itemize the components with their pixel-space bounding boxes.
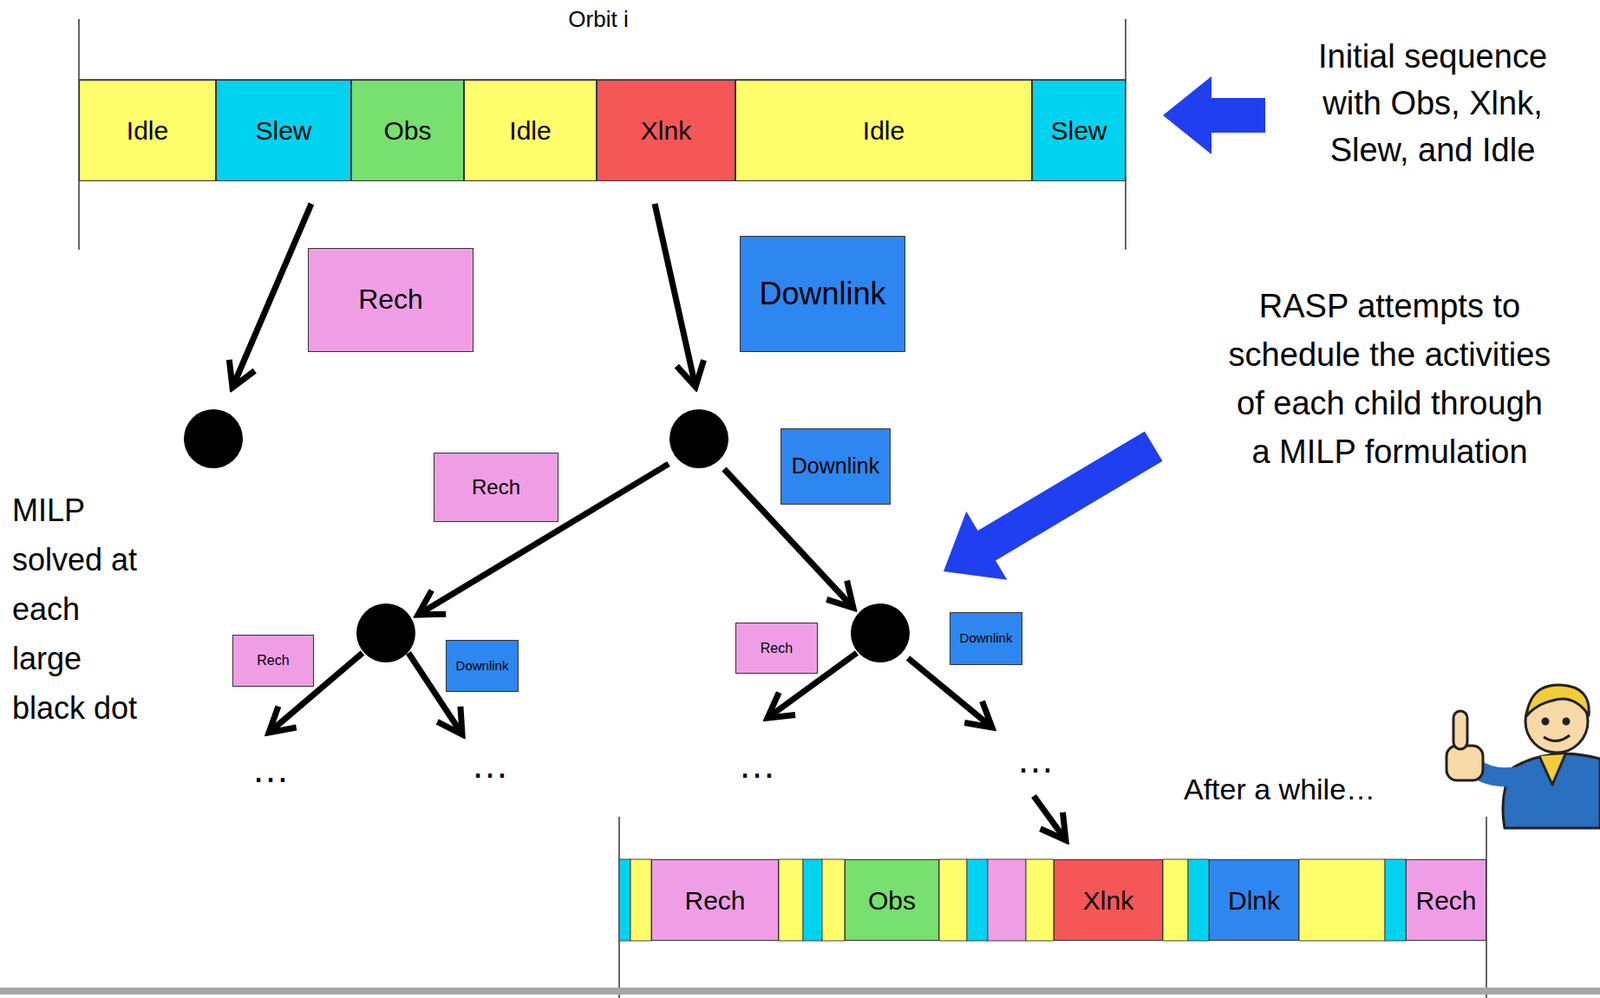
- node-text: Downlink: [758, 276, 886, 312]
- recharge-box: Rech: [307, 248, 474, 353]
- callout-note: Initial sequence with Obs, Xlnk, Slew, a…: [1302, 32, 1563, 174]
- observation-segment: Obs: [844, 859, 940, 941]
- orbit-label: Orbit i: [511, 5, 686, 35]
- mascot-smile: [1543, 735, 1570, 742]
- slew-segment: Slew: [1031, 79, 1126, 182]
- mascot-hair: [1526, 685, 1589, 717]
- mascot-thumb: [1453, 711, 1468, 750]
- node-text: Rech: [1415, 886, 1476, 915]
- recharge-segment: Rech: [1405, 859, 1487, 941]
- crosslink-segment: Xlnk: [1053, 859, 1163, 941]
- milp-dot: [669, 409, 729, 469]
- idle-segment: [1162, 859, 1189, 941]
- idle-segment: [1299, 859, 1385, 941]
- idle-segment: [822, 859, 845, 941]
- node-text: Slew: [1050, 116, 1107, 145]
- mascot-fist: [1446, 745, 1483, 781]
- mascot-collar: [1539, 754, 1566, 785]
- node-text: Obs: [868, 886, 916, 915]
- node-text: Rech: [760, 640, 793, 657]
- downlink-box: Downlink: [780, 428, 891, 505]
- slew-segment: [1384, 859, 1406, 941]
- milp-dot: [183, 409, 243, 469]
- mascot-figure: [1446, 685, 1600, 829]
- idle-segment: [1025, 859, 1054, 941]
- node-text: Rech: [471, 476, 521, 499]
- recharge-segment: Rech: [651, 859, 779, 941]
- recharge-segment: [987, 859, 1026, 941]
- tree-arrows: [232, 203, 1066, 841]
- node-text: Xlnk: [1083, 886, 1134, 915]
- schedule-segments: [619, 859, 1406, 941]
- callout-note: RASP attempts to schedule the activities…: [1225, 281, 1555, 477]
- idle-segment: [778, 859, 804, 941]
- recharge-box: Rech: [735, 622, 818, 674]
- node-text: Xlnk: [640, 116, 692, 145]
- node-text: Downlink: [960, 631, 1013, 647]
- downlink-box: Downlink: [445, 640, 519, 693]
- ellipsis-mark: …: [992, 734, 1079, 784]
- node-text: Dlnk: [1227, 886, 1280, 915]
- ellipsis-mark: …: [713, 739, 801, 790]
- node-text: Idle: [126, 116, 169, 145]
- slew-segment: [619, 859, 631, 941]
- slew-segment: [1188, 859, 1209, 941]
- downlink-segment: Dlnk: [1208, 859, 1300, 941]
- milp-dot: [356, 603, 416, 663]
- idle-segment: [939, 859, 967, 941]
- idle-segment: Idle: [463, 79, 597, 182]
- observation-segment: Obs: [351, 79, 464, 182]
- caption-note: After a while…: [1183, 770, 1418, 809]
- node-text: Rech: [684, 886, 745, 915]
- tree-arrow: [232, 203, 312, 388]
- idle-segment: Idle: [78, 79, 216, 182]
- node-text: Idle: [509, 116, 551, 145]
- node-text: Slew: [254, 116, 312, 145]
- idle-segment: Idle: [735, 79, 1032, 182]
- node-text: Obs: [383, 116, 432, 145]
- footer-rule: [0, 987, 1600, 995]
- tree-arrow: [1033, 796, 1066, 841]
- mascot-eye: [1542, 718, 1548, 725]
- slew-segment: [803, 859, 823, 941]
- ellipsis-mark: …: [227, 744, 314, 794]
- tree-arrow: [654, 203, 696, 387]
- side-note: MILP solved at each large black dot: [12, 485, 150, 733]
- slew-segment: Slew: [215, 79, 352, 182]
- node-text: Downlink: [791, 454, 880, 479]
- recharge-box: Rech: [232, 634, 314, 687]
- recharge-box: Rech: [433, 452, 559, 523]
- tree-arrow: [907, 658, 993, 728]
- milp-dot: [850, 603, 910, 663]
- idle-segment: [630, 859, 652, 941]
- mascot-eye: [1563, 718, 1569, 725]
- mascot-body: [1502, 753, 1600, 829]
- node-text: Rech: [256, 653, 289, 669]
- callout-arrow: [922, 411, 1174, 606]
- downlink-box: Downlink: [739, 235, 906, 353]
- node-text: Downlink: [456, 659, 510, 674]
- node-text: Rech: [358, 284, 424, 315]
- node-text: Idle: [862, 116, 905, 145]
- ellipsis-mark: …: [446, 739, 534, 790]
- callout-arrow: [1162, 76, 1266, 155]
- downlink-box: Downlink: [949, 612, 1023, 666]
- crosslink-segment: Xlnk: [596, 79, 736, 182]
- slew-segment: [966, 859, 988, 941]
